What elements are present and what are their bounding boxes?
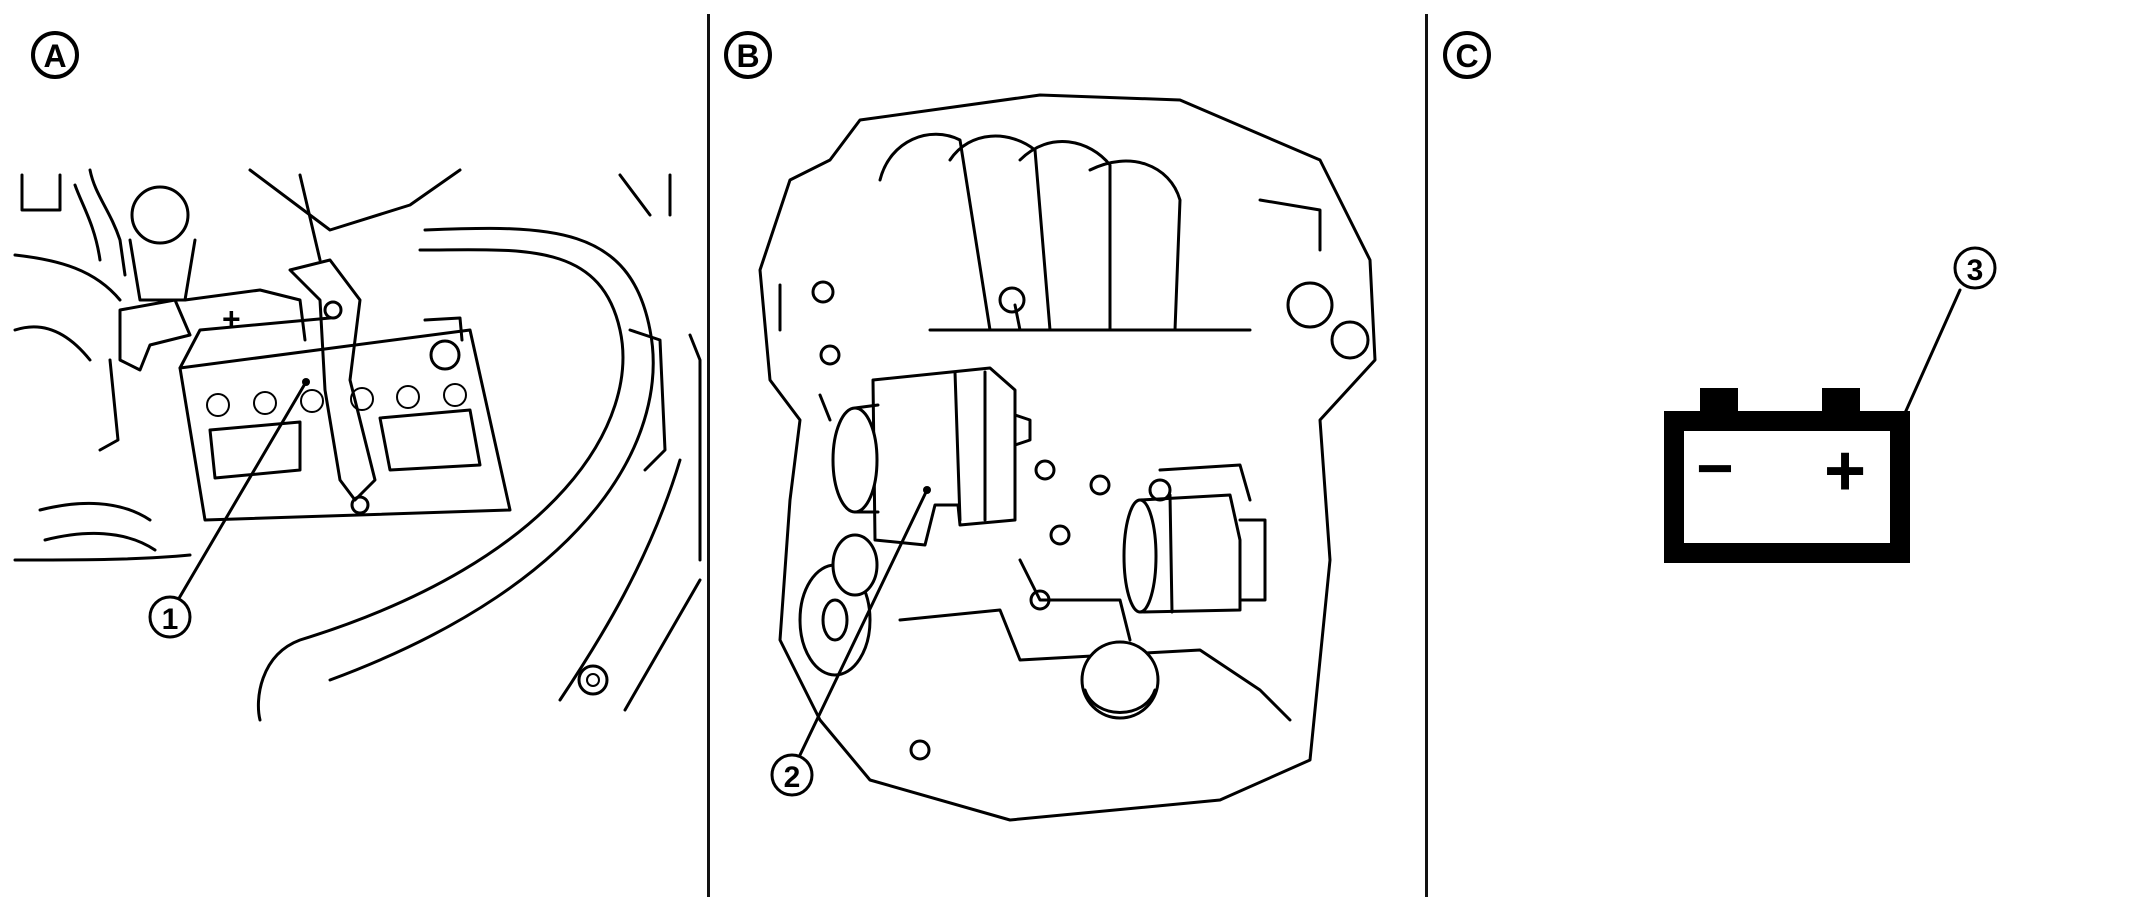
alternator <box>831 366 1032 547</box>
svg-text:A: A <box>43 38 66 74</box>
panel-divider-bc <box>1425 14 1428 897</box>
panel-c: 3 C − + 3 <box>1443 31 1997 563</box>
panel-label-c: 3 C <box>1443 31 1491 79</box>
panel-a: A + <box>13 31 702 722</box>
callout-1: 1 <box>148 378 310 639</box>
battery-terminal-positive <box>1822 388 1860 412</box>
callout-3: 3 <box>1903 246 1997 415</box>
battery-cell-caps <box>206 383 467 417</box>
panel-divider-ab <box>707 14 710 897</box>
svg-text:1: 1 <box>162 603 179 636</box>
starter-motor <box>1122 493 1267 614</box>
engine-illustration <box>758 93 1377 822</box>
plus-sign: + <box>1824 431 1866 511</box>
svg-text:3: 3 <box>1967 254 1984 287</box>
panel-b: B <box>724 31 1377 822</box>
svg-text:2: 2 <box>784 761 801 794</box>
panel-label-b: B <box>724 31 772 79</box>
panel-label-a: A <box>31 31 79 79</box>
battery-terminal-negative <box>1700 388 1738 412</box>
svg-text:+: + <box>222 301 241 337</box>
svg-text:B: B <box>736 38 759 74</box>
battery-warning-symbol: − + <box>1664 388 1910 563</box>
svg-text:C: C <box>1455 38 1478 74</box>
engine-bay-illustration: + <box>13 168 702 722</box>
callout-2: 2 <box>770 486 931 797</box>
minus-sign: − <box>1696 432 1733 504</box>
